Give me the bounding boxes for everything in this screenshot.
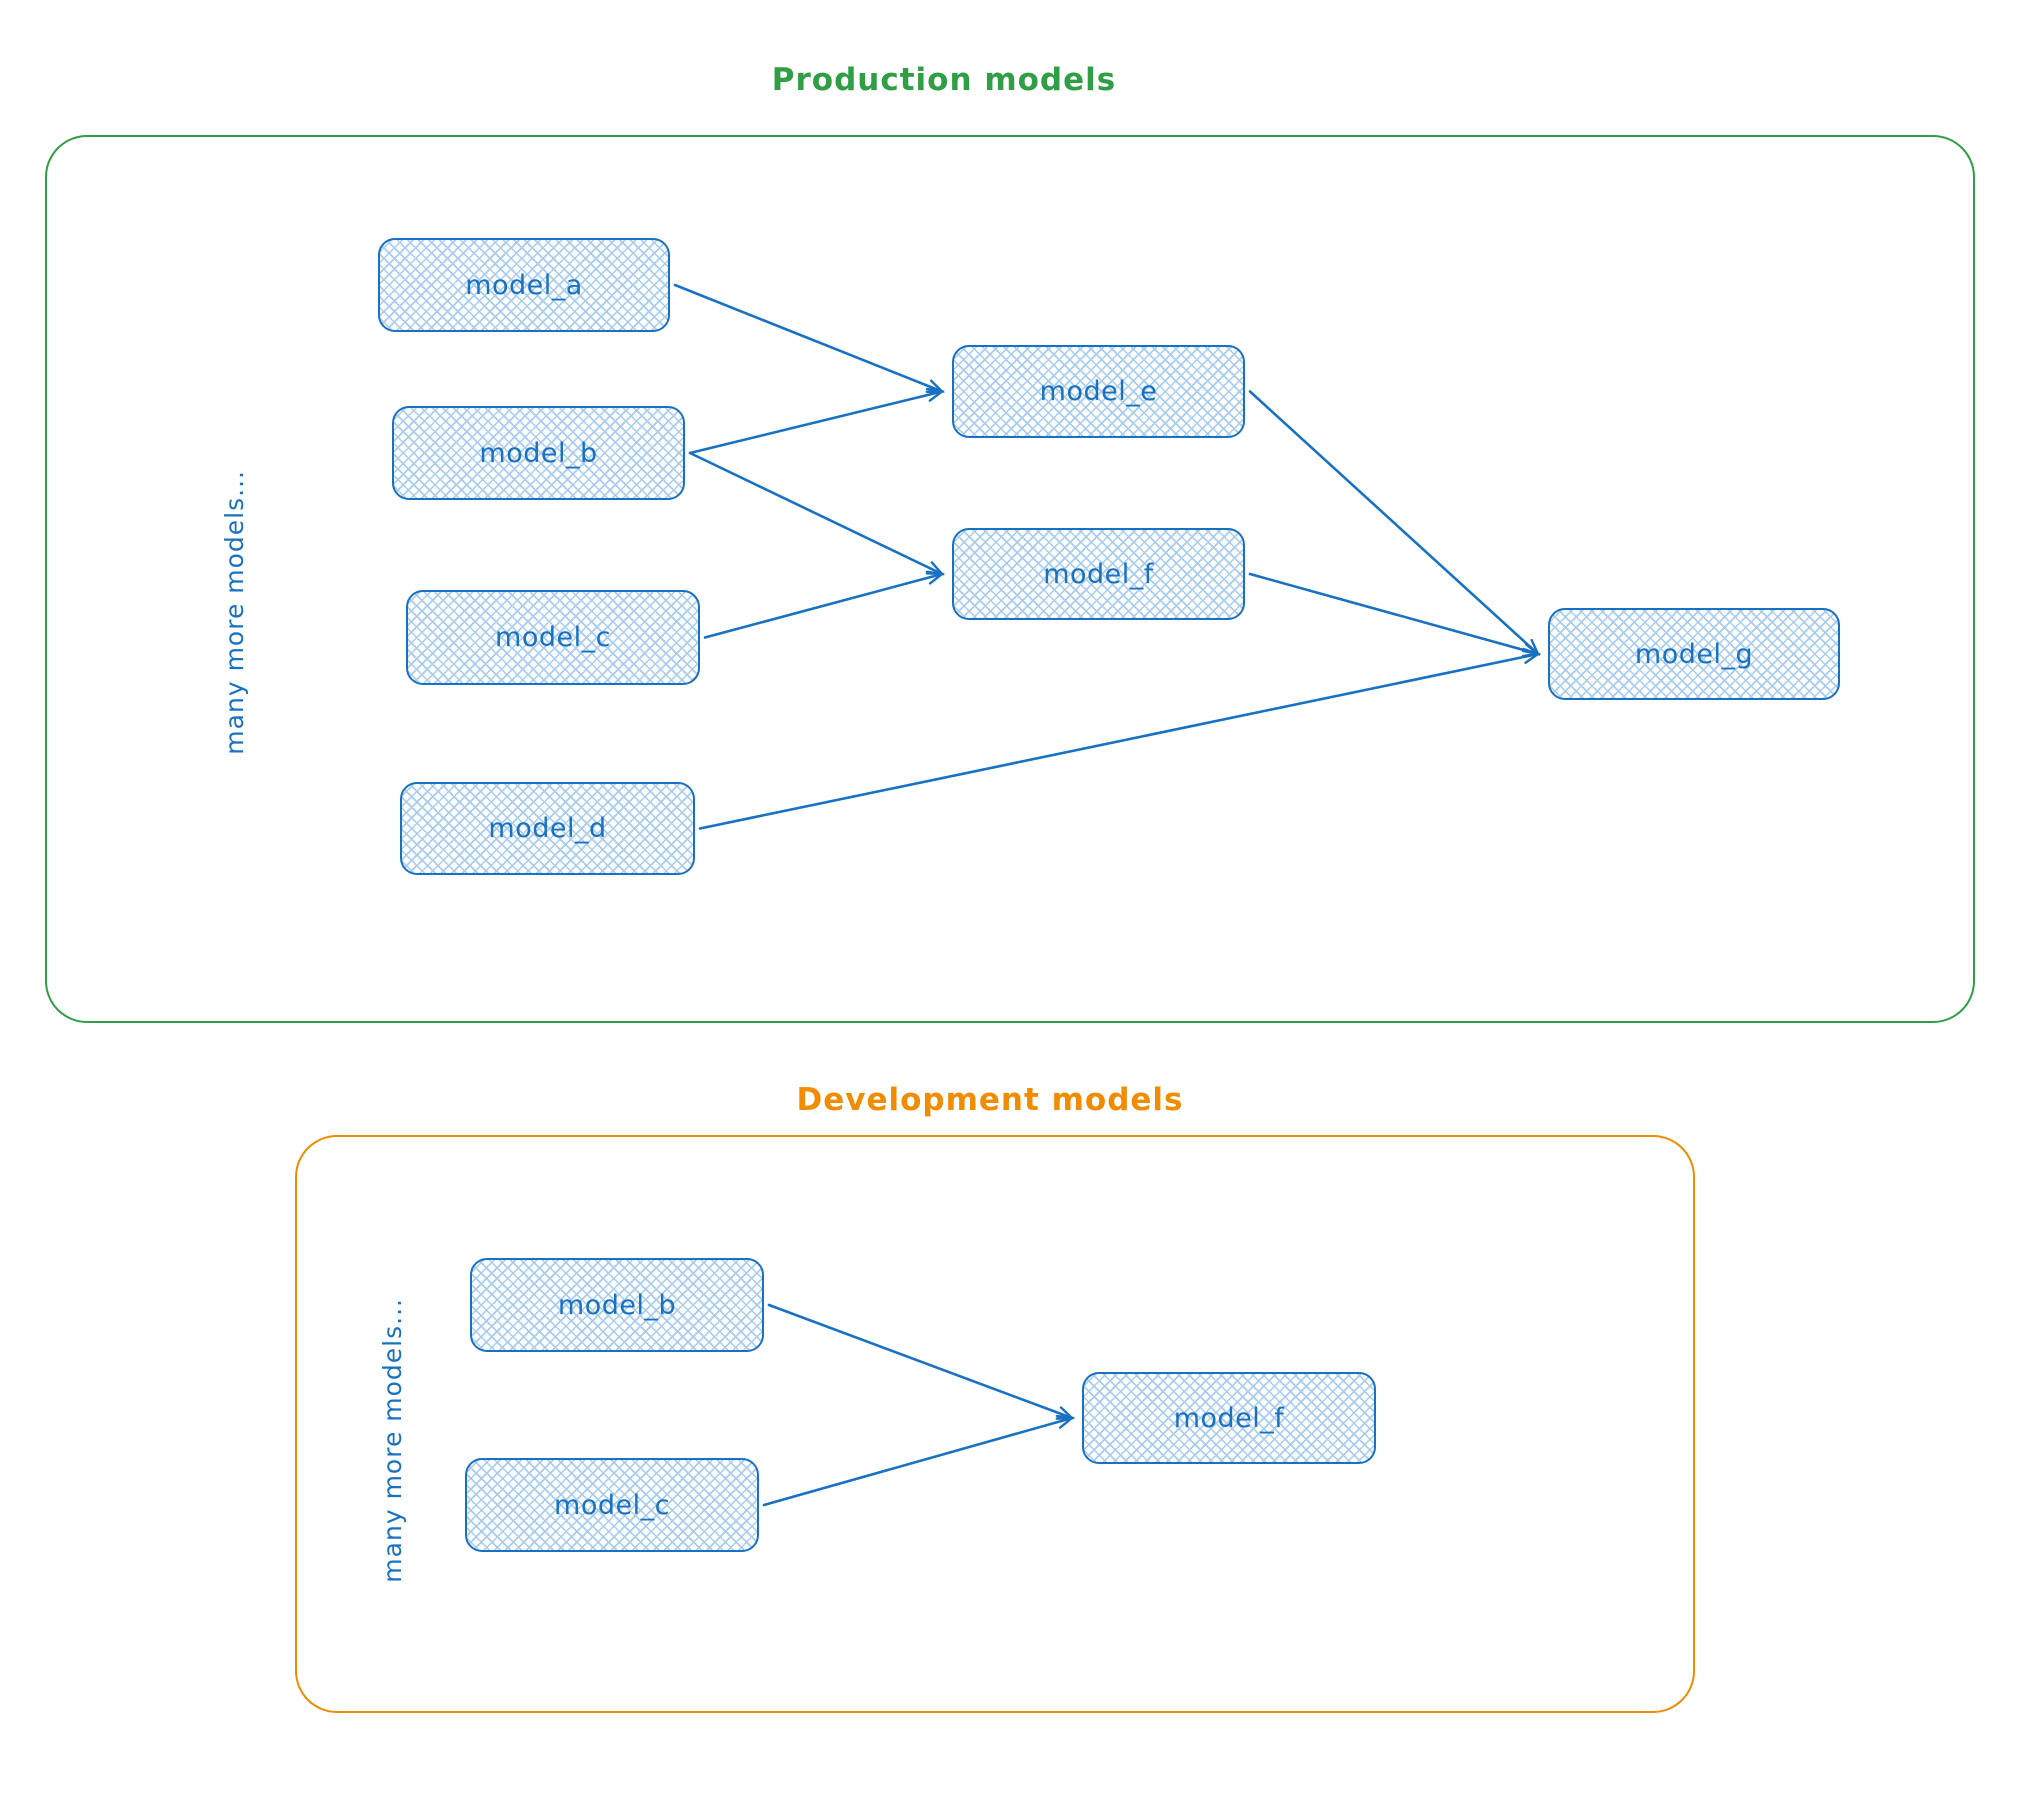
node-production-model-a: model_a (378, 238, 670, 332)
node-label: model_f (1173, 1402, 1285, 1434)
development-side-label: many more models... (378, 1298, 407, 1583)
development-group-frame (295, 1135, 1695, 1713)
production-side-label: many more models... (220, 470, 249, 755)
node-label: model_b (479, 437, 598, 469)
node-label: model_c (495, 622, 611, 653)
node-production-model-f: model_f (952, 528, 1245, 620)
node-label: model_g (1634, 638, 1754, 670)
node-production-model-d: model_d (400, 782, 695, 875)
production-group-frame (45, 135, 1975, 1023)
node-label: model_d (488, 813, 607, 844)
node-development-model-f: model_f (1082, 1372, 1376, 1464)
node-production-model-b: model_b (392, 406, 685, 500)
node-production-model-g: model_g (1548, 608, 1840, 700)
node-production-model-c: model_c (406, 590, 700, 685)
node-label: model_b (557, 1289, 677, 1321)
production-group-title: Production models (771, 62, 1117, 98)
node-development-model-b: model_b (470, 1258, 764, 1352)
node-label: model_c (554, 1489, 670, 1521)
node-label: model_a (465, 269, 583, 301)
node-label: model_e (1039, 376, 1158, 407)
development-group-title: Development models (796, 1082, 1184, 1118)
node-production-model-e: model_e (952, 345, 1245, 438)
node-development-model-c: model_c (465, 1458, 759, 1552)
node-label: model_f (1043, 558, 1154, 590)
